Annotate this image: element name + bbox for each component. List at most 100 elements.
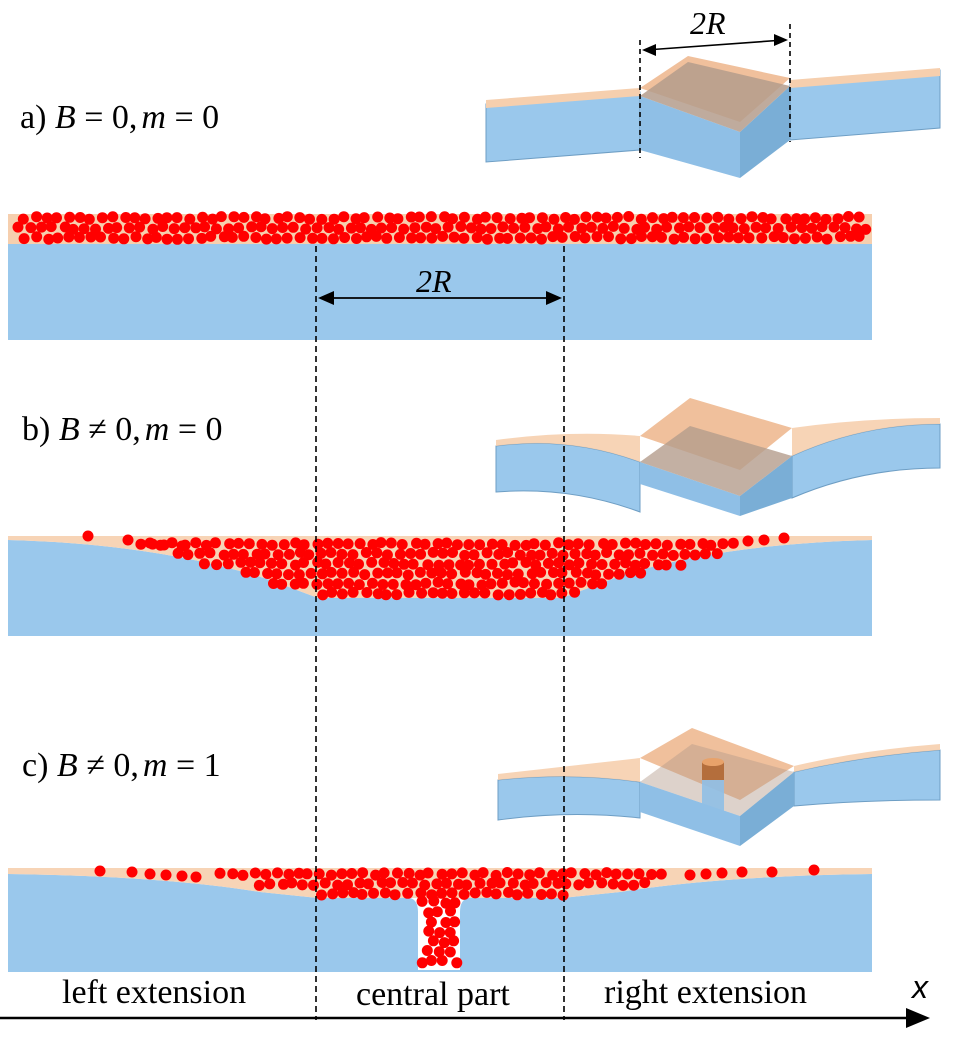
particle xyxy=(332,538,344,549)
particle xyxy=(553,557,565,569)
particle xyxy=(622,868,634,880)
particle xyxy=(237,869,249,881)
particle xyxy=(300,223,312,235)
particle xyxy=(260,233,272,245)
particle xyxy=(233,222,245,234)
panel-b-label: b) B ≠ 0,m = 0 xyxy=(22,411,223,448)
particle xyxy=(425,916,437,928)
particle xyxy=(354,538,366,550)
particle xyxy=(294,232,306,244)
particle xyxy=(603,568,615,580)
particle xyxy=(481,886,493,898)
particle xyxy=(437,230,449,242)
particle xyxy=(210,223,222,235)
particle xyxy=(502,569,513,581)
particle xyxy=(416,957,428,969)
particle xyxy=(297,577,309,589)
particle xyxy=(196,232,208,244)
dimension-label-main: 2R xyxy=(416,263,452,299)
particle xyxy=(176,540,188,552)
particle xyxy=(591,231,603,243)
particle xyxy=(600,212,612,224)
particle xyxy=(436,955,448,966)
particle xyxy=(635,567,647,579)
particle xyxy=(458,232,470,244)
particle xyxy=(700,233,712,244)
particle xyxy=(503,589,515,601)
particle xyxy=(712,211,724,223)
particle xyxy=(446,887,458,899)
particle xyxy=(260,868,272,880)
particle xyxy=(218,231,230,243)
particle xyxy=(316,213,328,225)
particle xyxy=(629,559,641,571)
particle xyxy=(636,231,647,242)
particle xyxy=(278,878,289,890)
particle xyxy=(323,222,335,234)
particle xyxy=(361,231,373,243)
particle xyxy=(705,539,717,551)
particle xyxy=(839,222,851,234)
particle xyxy=(618,222,630,234)
particle xyxy=(471,232,483,243)
particle xyxy=(43,233,55,245)
particle xyxy=(736,866,748,878)
particle xyxy=(283,569,294,581)
substrate-b xyxy=(8,540,872,636)
particle xyxy=(339,232,351,243)
particle xyxy=(563,221,574,233)
particle xyxy=(563,559,575,571)
particle xyxy=(436,587,448,599)
particle xyxy=(591,211,603,223)
particle xyxy=(683,221,695,233)
particle xyxy=(799,213,811,225)
particle xyxy=(583,877,594,889)
particles-a xyxy=(12,211,872,245)
particle xyxy=(828,221,840,233)
particles-b xyxy=(82,530,790,601)
particle xyxy=(108,232,120,244)
particle xyxy=(139,213,151,225)
particle xyxy=(343,577,355,589)
particle xyxy=(18,233,30,245)
particle xyxy=(701,212,713,224)
particle xyxy=(590,869,602,881)
particle xyxy=(700,868,712,880)
particle xyxy=(370,869,382,881)
particle xyxy=(502,232,513,244)
particle xyxy=(463,559,474,571)
particle xyxy=(573,557,585,569)
particle xyxy=(465,222,477,234)
particle xyxy=(811,231,823,243)
particle xyxy=(468,549,480,561)
particle xyxy=(443,559,455,571)
particle xyxy=(243,538,255,550)
particle xyxy=(416,895,428,907)
panel-a-label: a) B = 0,m = 0 xyxy=(20,99,219,136)
particle xyxy=(301,868,313,880)
particle xyxy=(661,221,673,233)
particle xyxy=(386,222,398,234)
particle xyxy=(656,231,667,243)
particle xyxy=(598,538,610,550)
particle xyxy=(455,578,467,590)
particle xyxy=(820,213,832,225)
particle xyxy=(315,547,327,559)
particle xyxy=(534,549,546,561)
particle xyxy=(246,221,258,233)
particle xyxy=(207,213,219,225)
particle xyxy=(524,869,536,881)
particle xyxy=(375,537,387,549)
particle xyxy=(556,587,568,599)
particle xyxy=(539,539,551,551)
particle xyxy=(458,888,470,900)
particle xyxy=(463,539,475,551)
particle xyxy=(272,549,284,561)
particle xyxy=(451,539,463,551)
particle xyxy=(348,566,360,578)
particle xyxy=(832,213,844,225)
particle xyxy=(583,539,595,551)
particle xyxy=(569,548,581,560)
particle xyxy=(509,576,521,588)
particle xyxy=(197,211,209,223)
